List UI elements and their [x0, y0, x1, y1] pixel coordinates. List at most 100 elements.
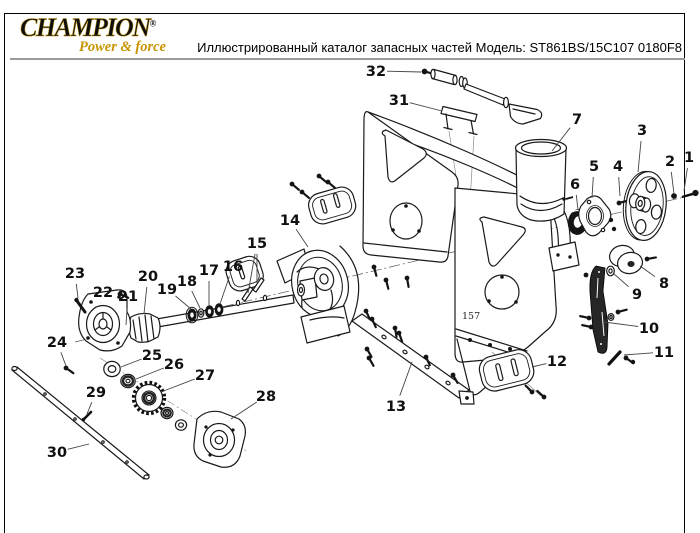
callout-leader-14	[295, 228, 309, 248]
brake-arm	[589, 265, 609, 354]
callout-23: 23	[65, 266, 85, 282]
shear-bolt-assembly	[421, 68, 543, 125]
callout-24: 24	[47, 335, 67, 351]
callout-leader-16	[219, 276, 230, 305]
scraper-bar	[351, 313, 475, 405]
callout-28: 28	[256, 389, 276, 405]
brand-tagline: Power & force	[79, 39, 166, 55]
shaft-pin	[81, 410, 93, 422]
callout-1: 1	[684, 150, 694, 166]
callout-11: 11	[654, 345, 674, 361]
callout-leader-25	[120, 358, 142, 368]
callout-leader-13	[399, 361, 413, 396]
callout-leader-5	[591, 176, 594, 199]
worm-gear	[126, 312, 161, 343]
callout-27: 27	[195, 368, 215, 384]
idler-washer	[606, 265, 615, 277]
callout-leader-11	[623, 352, 654, 356]
skid-shoe-left	[225, 255, 264, 292]
callout-leader-21	[125, 306, 128, 326]
callout-leader-15	[247, 253, 256, 294]
callout-25: 25	[142, 348, 162, 364]
callout-leader-4	[618, 176, 621, 197]
housing-stamp: 157	[462, 311, 480, 322]
callout-leader-10	[603, 321, 639, 327]
bearing-flange	[578, 195, 617, 237]
callout-8: 8	[659, 276, 669, 292]
callout-leader-29	[86, 402, 93, 415]
grease-fitting	[74, 297, 87, 314]
callout-16: 16	[223, 259, 243, 275]
callout-21: 21	[118, 289, 138, 305]
shaft-washers	[121, 303, 224, 336]
callout-9: 9	[632, 287, 642, 303]
skid-shoe-upper	[307, 186, 357, 225]
callout-26: 26	[164, 357, 184, 373]
callout-leader-31	[409, 102, 443, 112]
callout-leader-8	[639, 265, 656, 277]
callout-leader-27	[160, 378, 195, 393]
callout-leader-1	[683, 167, 688, 192]
brand-name: CHAMPION®	[20, 13, 157, 42]
champion-logo: CHAMPION® Power & force	[20, 13, 172, 56]
page-border	[4, 13, 685, 533]
gearbox-right-half	[193, 410, 246, 468]
callout-12: 12	[547, 354, 567, 370]
callout-14: 14	[280, 213, 300, 229]
arm-washer	[607, 313, 615, 322]
callout-22: 22	[93, 285, 113, 301]
callout-leader-12	[531, 363, 547, 368]
callout-leader-9	[612, 272, 629, 288]
callout-5: 5	[589, 159, 599, 175]
callout-18: 18	[177, 274, 197, 290]
shear-pins	[241, 277, 265, 302]
callout-leader-30	[67, 443, 90, 450]
callout-20: 20	[138, 269, 158, 285]
registered-mark: ®	[149, 18, 157, 29]
callout-3: 3	[637, 123, 647, 139]
pulley-nut	[671, 193, 677, 199]
callout-30: 30	[47, 445, 67, 461]
idler-pulley	[608, 244, 644, 275]
impeller	[276, 245, 360, 344]
callout-leader-32	[386, 70, 422, 73]
callout-leader-28	[230, 401, 258, 420]
callout-17: 17	[199, 263, 219, 279]
pulley-bolt	[681, 189, 699, 199]
drive-pulley	[622, 170, 667, 241]
thrust-washer	[103, 360, 121, 378]
callout-leader-18	[191, 290, 201, 309]
callout-leader-23	[75, 283, 79, 299]
callout-19: 19	[157, 282, 177, 298]
callout-4: 4	[613, 159, 623, 175]
page-title: Иллюстрированный каталог запасных частей…	[197, 40, 682, 55]
callout-labels: 1234567891011121314151617181920212223242…	[47, 64, 694, 461]
callout-29: 29	[86, 385, 106, 401]
worm-wheel-gear	[131, 380, 167, 416]
bushing-upper	[120, 373, 136, 389]
callout-leader-3	[637, 140, 642, 173]
callout-7: 7	[572, 112, 582, 128]
callout-leader-2	[670, 171, 675, 195]
callout-leader-24	[60, 352, 67, 367]
callout-leader-6	[575, 194, 579, 211]
callout-13: 13	[386, 399, 406, 415]
header-divider	[10, 58, 685, 60]
callout-10: 10	[639, 321, 659, 337]
gearbox-left-half	[78, 289, 132, 352]
callout-32: 32	[366, 64, 386, 80]
callout-leader-26	[135, 367, 164, 380]
chute-base	[514, 138, 574, 222]
callout-leader-19	[175, 295, 192, 310]
callout-15: 15	[247, 236, 267, 252]
washer-lower	[174, 419, 188, 431]
bushing-lower	[160, 406, 174, 420]
callout-2: 2	[665, 154, 675, 170]
skid-shoe-right	[478, 349, 542, 397]
callout-leader-7	[551, 127, 571, 152]
callout-leader-20	[143, 286, 148, 315]
callout-31: 31	[389, 93, 409, 109]
arm-bolt	[583, 272, 589, 278]
